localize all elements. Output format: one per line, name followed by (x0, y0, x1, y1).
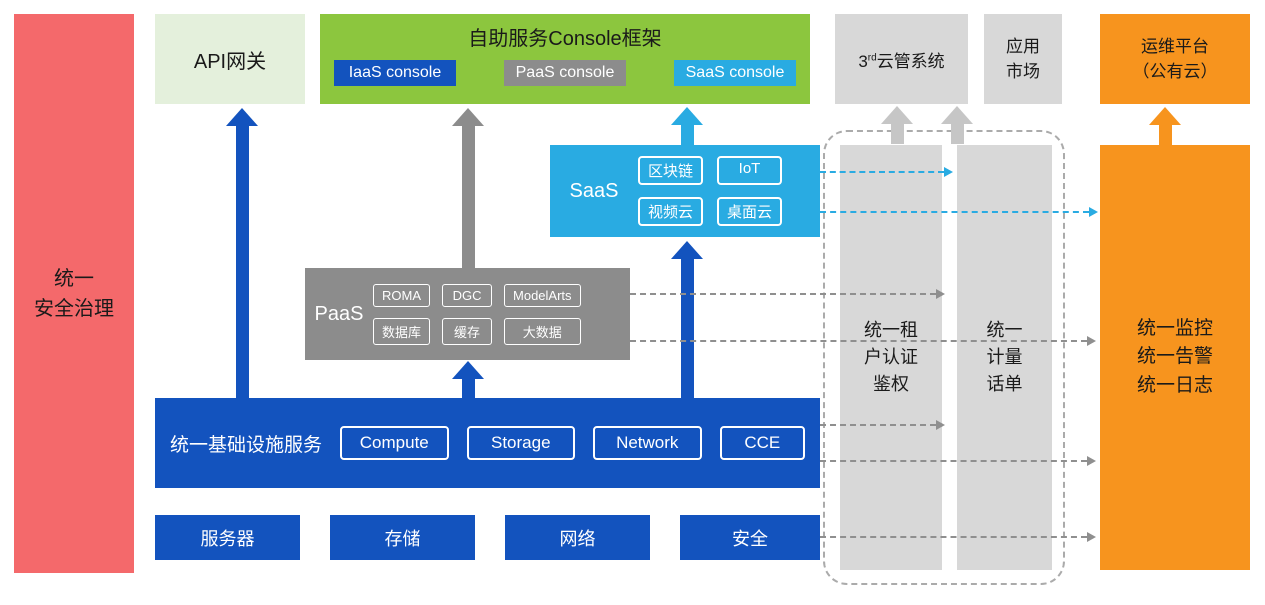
dashed-arrow-head (1087, 532, 1096, 542)
dashed-arrow-head (936, 289, 945, 299)
infra-service-network: Network (593, 426, 702, 460)
paas-services-grid: ROMA DGC ModelArts 数据库 缓存 大数据 (373, 283, 581, 345)
hardware-security-box: 安全 (680, 515, 820, 560)
dashed-link-saas-to-monitor (820, 207, 1098, 217)
arrow-head (671, 241, 703, 259)
dashed-link-infra-to-billing (820, 420, 945, 430)
paas-service-roma: ROMA (373, 283, 431, 307)
arrow-body (680, 125, 694, 145)
arrow-infra-to-api-gateway (226, 108, 258, 398)
third-party-cloud-mgmt-box: 3rd云管系统 (835, 14, 968, 104)
arrow-body (461, 126, 475, 268)
arrow-head (941, 106, 973, 124)
saas-service-video-cloud: 视频云 (638, 197, 704, 226)
dashed-stroke (820, 536, 1087, 538)
dashed-stroke (630, 293, 936, 295)
dashed-link-infra-to-monitor (820, 456, 1096, 466)
paas-service-database: 数据库 (373, 317, 431, 345)
saas-service-blockchain: 区块链 (638, 156, 704, 185)
security-governance-bar: 统一 安全治理 (14, 14, 134, 573)
console-pills-row: IaaS console PaaS console SaaS console (320, 51, 810, 86)
arrow-auth-to-third-party (881, 106, 913, 144)
hardware-server-box: 服务器 (155, 515, 300, 560)
dashed-arrow-head (936, 420, 945, 430)
infrastructure-label: 统一基础设施服务 (170, 434, 323, 456)
dashed-stroke (630, 340, 1087, 342)
paas-service-cache: 缓存 (442, 317, 493, 345)
infra-service-cce: CCE (719, 426, 806, 460)
monitoring-alarm-log-bar: 统一监控 统一告警 统一日志 (1100, 145, 1250, 570)
arrow-infra-to-paas (452, 361, 484, 398)
arrow-head (452, 361, 484, 379)
saas-console-pill: SaaS console (674, 60, 796, 86)
arrow-head (226, 108, 258, 126)
paas-service-modelarts: ModelArts (504, 283, 581, 307)
dashed-arrow-head (944, 167, 953, 177)
paas-console-pill: PaaS console (504, 60, 626, 86)
arrow-saas-to-console (671, 107, 703, 145)
arrow-body (950, 124, 964, 144)
dashed-link-paas-to-billing (630, 289, 945, 299)
saas-layer-label: SaaS (569, 179, 619, 202)
console-framework-box: 自助服务Console框架 IaaS console PaaS console … (320, 14, 810, 104)
arrow-monitor-to-om-platform (1149, 107, 1181, 145)
saas-layer-box: SaaS 区块链 IoT 视频云 桌面云 (550, 145, 820, 237)
arrow-body (235, 126, 249, 398)
infra-service-compute: Compute (340, 426, 449, 460)
hardware-network-box: 网络 (505, 515, 650, 560)
dashed-link-hardware-to-monitor (820, 532, 1096, 542)
metering-billing-bar: 统一 计量 话单 (957, 145, 1052, 570)
arrow-body (461, 379, 475, 398)
dashed-stroke (820, 460, 1087, 462)
arrow-head (881, 106, 913, 124)
app-market-box: 应用 市场 (984, 14, 1062, 104)
dashed-link-paas-to-monitor (630, 336, 1096, 346)
dashed-stroke (820, 171, 944, 173)
paas-layer-label: PaaS (314, 302, 364, 325)
dashed-arrow-head (1087, 456, 1096, 466)
dashed-stroke (820, 424, 936, 426)
dashed-stroke (820, 211, 1089, 213)
arrow-billing-to-third-party (941, 106, 973, 144)
saas-service-desktop-cloud: 桌面云 (717, 197, 783, 226)
dashed-arrow-head (1089, 207, 1098, 217)
arrow-head (1149, 107, 1181, 125)
paas-service-bigdata: 大数据 (504, 317, 581, 345)
arrow-paas-to-console (452, 108, 484, 268)
third-party-label: 3rd云管系统 (858, 51, 945, 71)
tenant-auth-bar: 统一租 户认证 鉴权 (840, 145, 942, 570)
console-framework-title: 自助服务Console框架 (468, 28, 662, 50)
paas-service-dgc: DGC (442, 283, 493, 307)
om-platform-box: 运维平台 （公有云） (1100, 14, 1250, 104)
api-gateway-box: API网关 (155, 14, 305, 104)
arrow-infra-to-saas (671, 241, 703, 398)
arrow-body (890, 124, 904, 144)
iaas-console-pill: IaaS console (334, 60, 456, 86)
arrow-head (452, 108, 484, 126)
infrastructure-layer-box: 统一基础设施服务 Compute Storage Network CCE (155, 398, 820, 488)
paas-layer-box: PaaS ROMA DGC ModelArts 数据库 缓存 大数据 (305, 268, 630, 360)
saas-services-grid: 区块链 IoT 视频云 桌面云 (638, 156, 783, 226)
hardware-storage-box: 存储 (330, 515, 475, 560)
shared-services-dashed-container (823, 130, 1065, 585)
dashed-link-saas-to-billing (820, 167, 953, 177)
arrow-body (1158, 125, 1172, 145)
dashed-arrow-head (1087, 336, 1096, 346)
arrow-body (680, 259, 694, 398)
arrow-head (671, 107, 703, 125)
infra-service-storage: Storage (466, 426, 576, 460)
saas-service-iot: IoT (717, 156, 783, 185)
